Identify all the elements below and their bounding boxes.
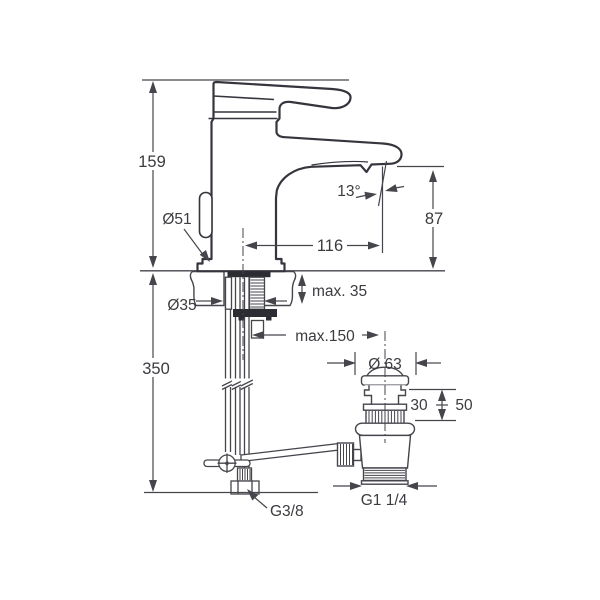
- stud-thread-hatch: [250, 279, 264, 308]
- thread-hatch: [364, 469, 405, 481]
- faucet-body-path: [196, 80, 403, 273]
- dim-hole-diameter: Ø35: [167, 297, 196, 314]
- ring-hatch: [368, 411, 402, 423]
- waste-body: [358, 434, 412, 469]
- dim-below-deck-depth: 350: [142, 360, 170, 378]
- cross-handle-valve: [203, 453, 251, 473]
- supply-connection-nut: [230, 480, 260, 495]
- centerlines: [242, 228, 386, 443]
- deck-cut-right: [261, 270, 297, 307]
- dim-waste-deck-min: 30: [410, 397, 428, 414]
- dim-waste-deck-max: 50: [455, 397, 473, 414]
- waste-lever-knob: [336, 442, 355, 467]
- popup-linkage-rod: [240, 442, 340, 463]
- deck-section: [140, 270, 445, 307]
- under-deck-assembly: [203, 276, 340, 495]
- fixing-nut: [233, 309, 277, 321]
- knob-hatch: [340, 444, 353, 465]
- dim-body-diameter: Ø51: [162, 211, 191, 228]
- faucet-outline: [196, 80, 403, 278]
- popup-rod-tube: [224, 276, 233, 310]
- dim-spout-height: 87: [425, 210, 443, 228]
- handle-base-line: [213, 95, 275, 101]
- dim-waste-cap-diameter: Ø 63: [368, 356, 402, 373]
- deck-cut-left: [189, 270, 225, 307]
- waste-neck-left: [363, 385, 373, 405]
- dimension-labels: 159 350 Ø51 13° 87 116 max. 35 Ø35 max.1…: [138, 153, 473, 520]
- waste-neck-right: [397, 385, 407, 405]
- dim-projection: 116: [317, 237, 343, 255]
- dim-spout-angle: 13°: [337, 183, 360, 200]
- hose-knurl-hatch: [239, 469, 251, 480]
- dim-height-total: 159: [138, 153, 166, 171]
- dim-deck-thickness-max: max. 35: [312, 283, 367, 300]
- dim-supply-thread: G3/8: [270, 503, 304, 520]
- base-gasket: [227, 271, 271, 278]
- waste-assembly: [336, 366, 416, 485]
- pipe-break-marks: [221, 378, 254, 391]
- dimension-graphics: [142, 79, 456, 509]
- body-side-detail: [198, 191, 213, 239]
- dim-rod-length-max: max.150: [295, 328, 355, 345]
- dim-waste-thread: G1 1/4: [361, 492, 408, 509]
- waste-bottom-lip: [360, 480, 409, 485]
- angle-line: [377, 160, 388, 207]
- spout-edge-line: [311, 160, 369, 166]
